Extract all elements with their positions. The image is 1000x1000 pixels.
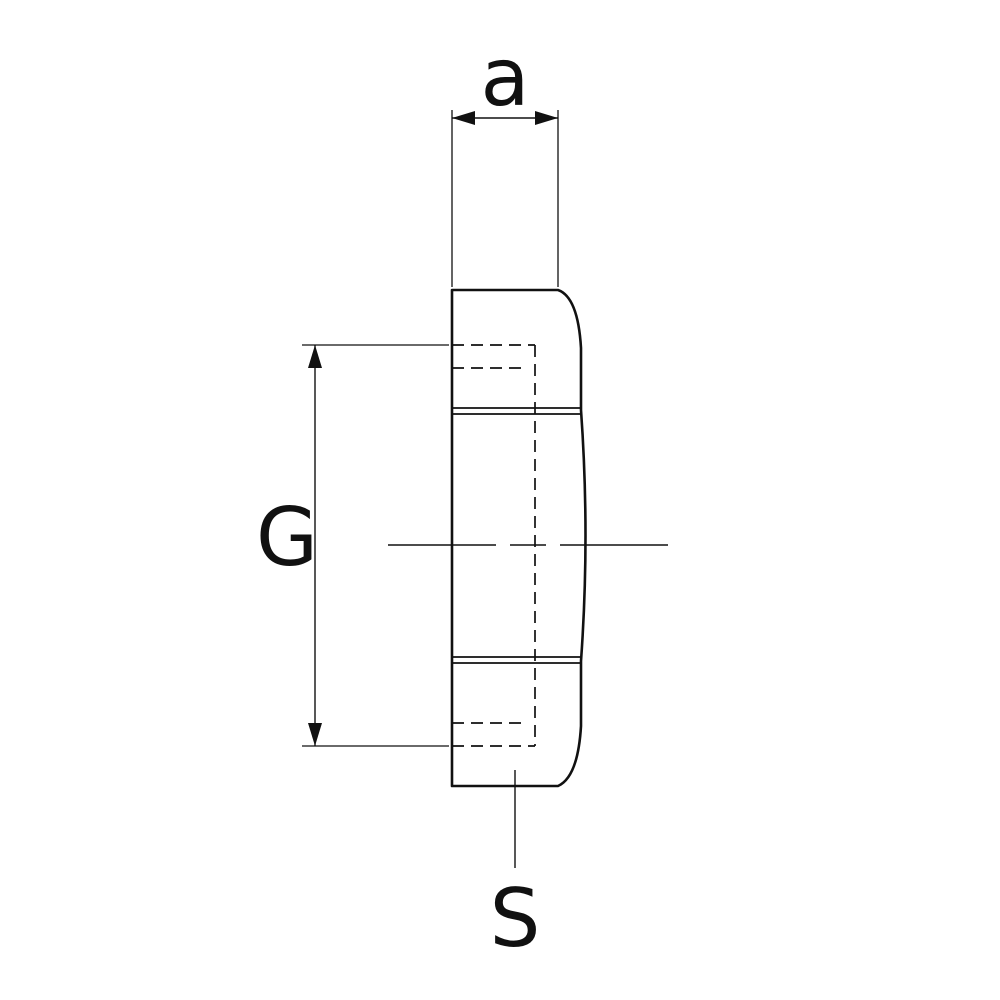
- dimension-g: G: [256, 344, 449, 747]
- dim-g-arrow-top: [308, 345, 322, 368]
- nut-body: [450, 288, 587, 788]
- label-s: S: [490, 872, 541, 965]
- label-a: a: [480, 31, 529, 124]
- dim-g-arrow-bottom: [308, 723, 322, 746]
- nut-outline: [450, 288, 587, 788]
- dim-a-arrow-left: [452, 111, 475, 125]
- dimension-s: S: [490, 770, 541, 965]
- dimension-a: a: [451, 31, 559, 287]
- dim-a-arrow-right: [535, 111, 558, 125]
- label-g: G: [256, 491, 318, 584]
